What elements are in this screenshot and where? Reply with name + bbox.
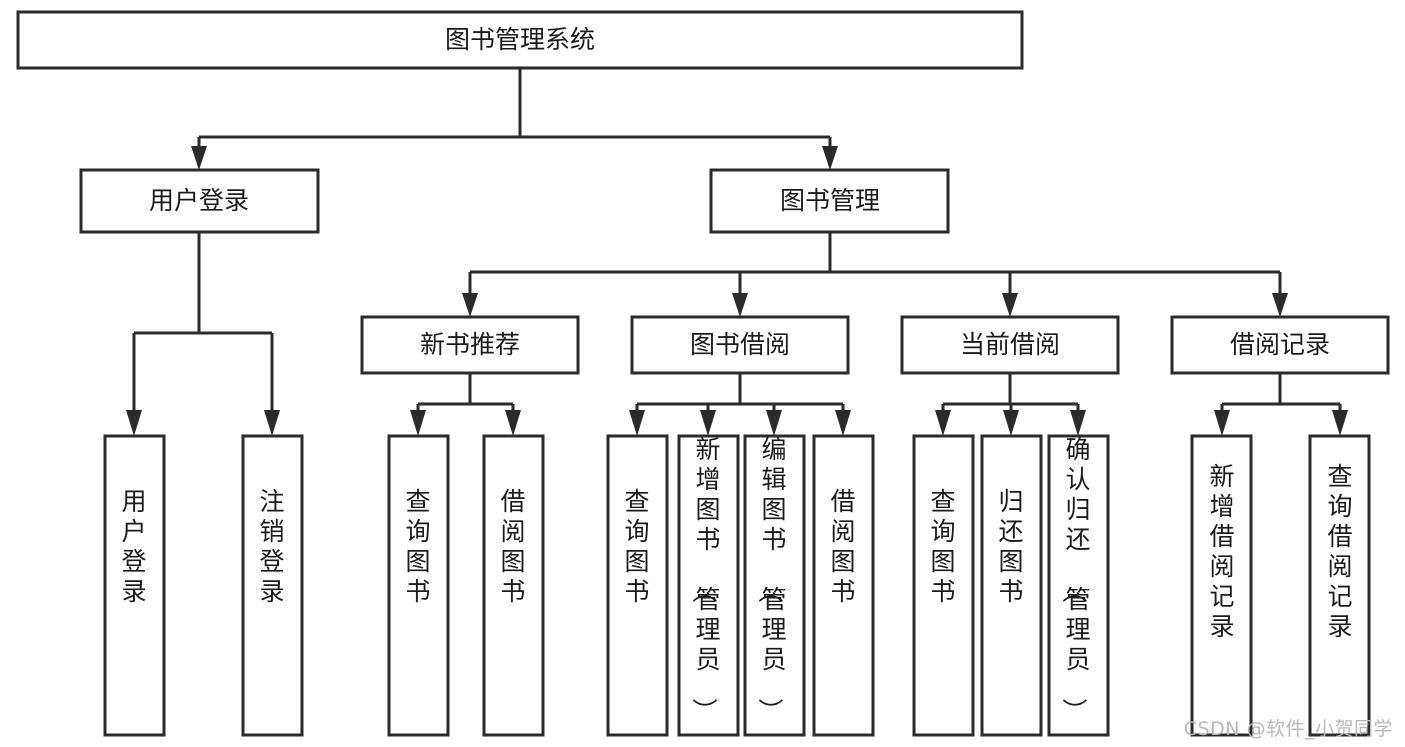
arrow-head-l2-0 — [191, 146, 207, 170]
arrow-head-l3-2 — [1002, 293, 1018, 317]
arrow-head-leaf-10 — [1070, 410, 1086, 436]
node-box-l2-0[interactable] — [79, 168, 320, 234]
arrow-head-leaf-0 — [126, 410, 142, 436]
node-box-l3-0[interactable] — [360, 315, 580, 375]
node-leaf-query-book-2[interactable]: 查询图书 — [606, 434, 669, 737]
arrow-head-leaf-9 — [1003, 410, 1019, 436]
node-box-leaf-5[interactable] — [677, 434, 740, 737]
node-box-leaf-10[interactable] — [1047, 434, 1110, 737]
node-box-leaf-2[interactable] — [387, 434, 450, 737]
arrow-head-leaf-11 — [1214, 410, 1230, 436]
node-label-root: 图书管理系统 — [445, 25, 595, 54]
node-current-borrow[interactable]: 当前借阅 — [900, 315, 1120, 375]
node-box-leaf-6[interactable] — [743, 434, 806, 737]
node-borrow-record[interactable]: 借阅记录 — [1170, 315, 1390, 375]
node-leaf-borrow-book-2[interactable]: 借阅图书 — [812, 434, 875, 737]
node-label-l3-2: 当前借阅 — [960, 330, 1060, 359]
node-box-leaf-12[interactable] — [1308, 434, 1371, 737]
arrow-head-l3-3 — [1272, 293, 1288, 317]
node-label-leaf-7: 借阅图书 — [830, 487, 855, 606]
node-box-l3-2[interactable] — [900, 315, 1120, 375]
node-leaf-add-borrow-record[interactable]: 新增借阅记录 — [1190, 434, 1253, 737]
node-label-l2-0: 用户登录 — [149, 186, 249, 215]
node-label-leaf-0: 用户登录 — [121, 487, 146, 606]
arrow-head-leaf-3 — [505, 410, 521, 436]
node-label-leaf-1: 注销登录 — [259, 487, 284, 606]
node-box-leaf-0[interactable] — [103, 434, 166, 737]
node-box-leaf-9[interactable] — [980, 434, 1043, 737]
node-box-leaf-1[interactable] — [241, 434, 304, 737]
node-box-leaf-7[interactable] — [812, 434, 875, 737]
node-label-leaf-9: 归还图书 — [998, 487, 1023, 606]
arrow-head-leaf-12 — [1332, 410, 1348, 436]
node-box-leaf-4[interactable] — [606, 434, 669, 737]
node-leaf-edit-book-admin[interactable]: 编辑图书（管理员） — [743, 434, 806, 737]
csdn-watermark: CSDN @软件_小贺同学 — [1183, 718, 1393, 740]
node-label-l3-3: 借阅记录 — [1230, 330, 1330, 359]
node-box-leaf-11[interactable] — [1190, 434, 1253, 737]
arrow-head-leaf-6 — [766, 410, 782, 436]
node-label-l3-1: 图书借阅 — [690, 330, 790, 359]
node-leaf-borrow-book-1[interactable]: 借阅图书 — [482, 434, 545, 737]
arrow-head-leaf-5 — [700, 410, 716, 436]
connector-layer — [126, 68, 1348, 436]
node-label-leaf-4: 查询图书 — [624, 487, 649, 606]
node-box-l2-1[interactable] — [709, 168, 950, 234]
arrow-head-l2-1 — [822, 146, 838, 170]
node-box-l3-3[interactable] — [1170, 315, 1390, 375]
node-label-leaf-12: 查询借阅记录 — [1327, 462, 1352, 641]
node-box-root[interactable] — [16, 10, 1024, 70]
node-box-l3-1[interactable] — [630, 315, 850, 375]
node-leaf-logout[interactable]: 注销登录 — [241, 434, 304, 737]
node-label-leaf-11: 新增借阅记录 — [1209, 462, 1234, 641]
arrow-head-l3-0 — [462, 293, 478, 317]
node-book-borrow[interactable]: 图书借阅 — [630, 315, 850, 375]
node-label-leaf-2: 查询图书 — [405, 487, 430, 606]
arrow-head-leaf-7 — [835, 410, 851, 436]
node-root[interactable]: 图书管理系统 — [16, 10, 1024, 70]
node-book-management[interactable]: 图书管理 — [709, 168, 950, 234]
node-new-book-recommend[interactable]: 新书推荐 — [360, 315, 580, 375]
arrow-head-leaf-8 — [935, 410, 951, 436]
node-leaf-confirm-return-admin[interactable]: 确认归还（管理员） — [1047, 434, 1110, 737]
node-box-leaf-3[interactable] — [482, 434, 545, 737]
node-label-leaf-5: 新增图书（管理员） — [689, 435, 720, 723]
node-label-leaf-6: 编辑图书（管理员） — [755, 435, 786, 723]
node-leaf-return-book[interactable]: 归还图书 — [980, 434, 1043, 737]
node-label-l3-0: 新书推荐 — [420, 330, 520, 359]
node-leaf-query-book-3[interactable]: 查询图书 — [912, 434, 975, 737]
arrow-head-leaf-4 — [629, 410, 645, 436]
node-leaf-query-book-1[interactable]: 查询图书 — [387, 434, 450, 737]
node-label-leaf-8: 查询图书 — [930, 487, 955, 606]
arrow-head-leaf-1 — [264, 410, 280, 436]
node-leaf-add-book-admin[interactable]: 新增图书（管理员） — [677, 434, 740, 737]
node-label-l2-1: 图书管理 — [780, 186, 880, 215]
node-leaf-query-borrow-record[interactable]: 查询借阅记录 — [1308, 434, 1371, 737]
node-box-leaf-8[interactable] — [912, 434, 975, 737]
arrow-head-l3-1 — [732, 293, 748, 317]
arrow-head-leaf-2 — [410, 410, 426, 436]
node-label-leaf-10: 确认归还（管理员） — [1059, 435, 1090, 723]
node-label-leaf-3: 借阅图书 — [500, 487, 525, 606]
node-user-login[interactable]: 用户登录 — [79, 168, 320, 234]
node-leaf-user-login[interactable]: 用户登录 — [103, 434, 166, 737]
